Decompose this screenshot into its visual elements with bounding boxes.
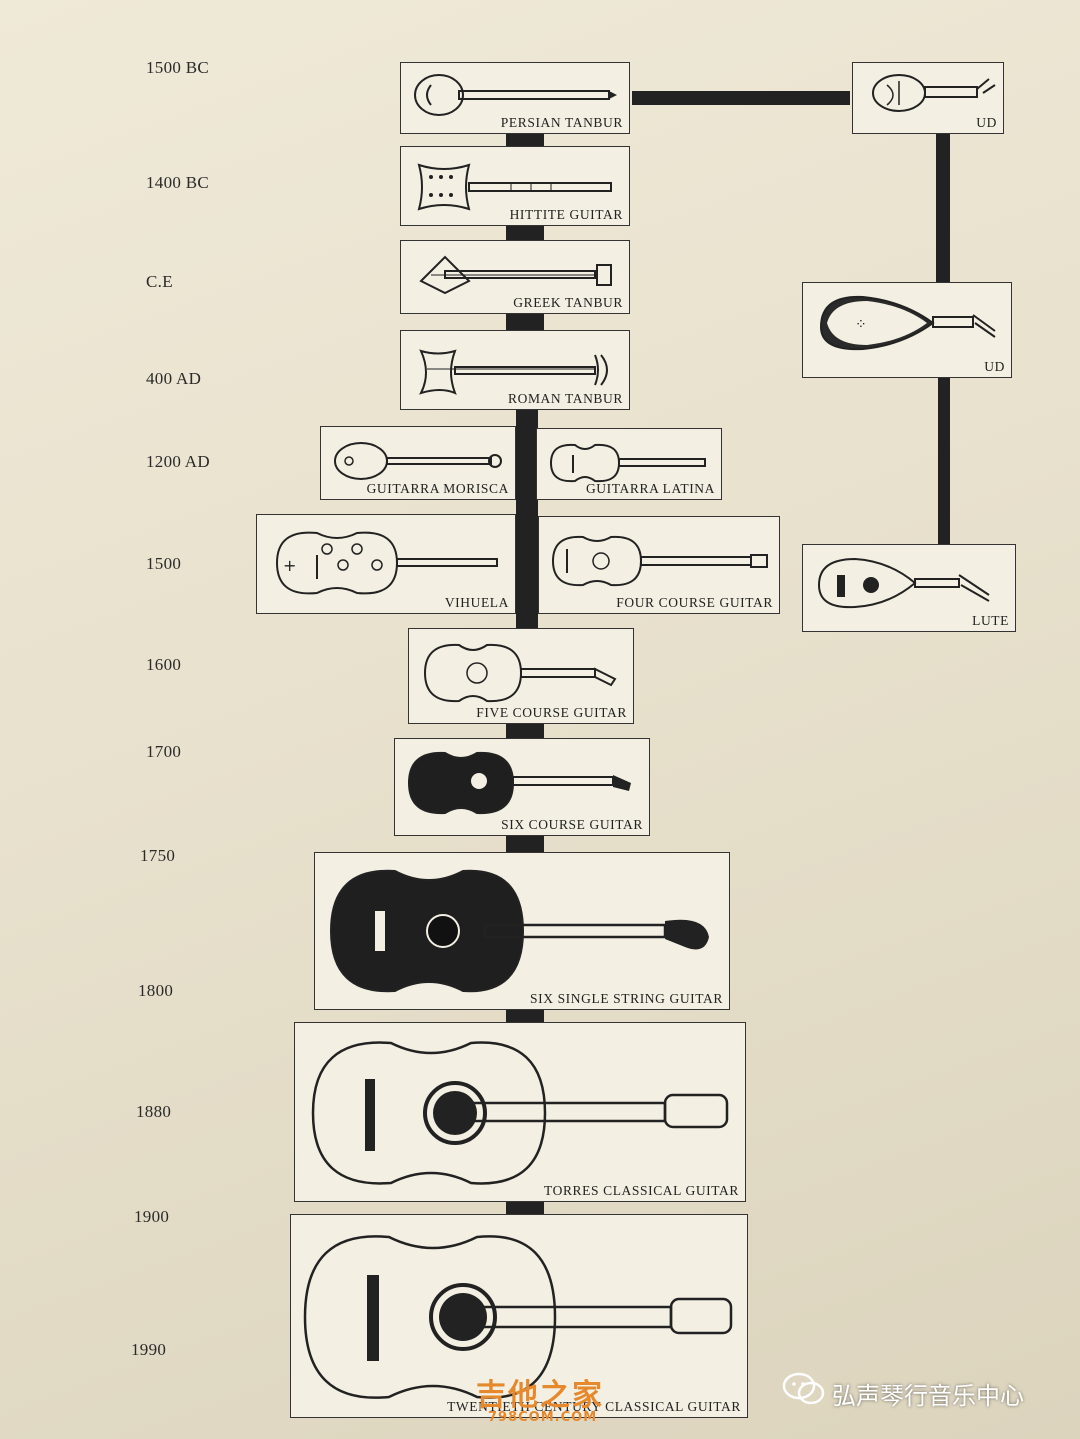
- instrument-ud-early: UD: [852, 62, 1004, 134]
- site-watermark: 吉他之家: [476, 1378, 604, 1413]
- instrument-guitarra-latina: GUITARRA LATINA: [536, 428, 722, 500]
- trunk-line: [506, 1201, 544, 1215]
- year-label: 1400 BC: [146, 173, 210, 192]
- instrument-label: UD: [984, 359, 1005, 374]
- trunk-line: [506, 134, 544, 146]
- lute-drawing: [817, 557, 990, 609]
- torres-classical-guitar-drawing: [311, 1041, 729, 1185]
- trunk-line: [506, 314, 544, 330]
- greek-tanbur-drawing: [419, 255, 612, 295]
- instrument-label: PERSIAN TANBUR: [500, 115, 623, 130]
- instrument-label: TORRES CLASSICAL GUITAR: [544, 1183, 739, 1198]
- hittite-guitar-drawing: [417, 163, 612, 211]
- svg-text:+: +: [283, 556, 296, 575]
- roman-tanbur-drawing: [419, 349, 608, 395]
- vihuela-drawing: +: [275, 531, 498, 595]
- instrument-twentieth-century-classical-guitar: TWENTIETH CENTURY CLASSICAL GUITAR: [290, 1214, 748, 1418]
- six-course-guitar-drawing: [407, 751, 631, 815]
- trunk-line: [506, 723, 544, 739]
- year-label: 1800: [138, 981, 174, 1000]
- year-label: 1750: [140, 846, 176, 865]
- instrument-label: VIHUELA: [444, 595, 509, 610]
- instrument-label: GUITARRA LATINA: [585, 481, 715, 496]
- instrument-label: HITTITE GUITAR: [509, 207, 623, 222]
- instrument-four-course-guitar: FOUR COURSE GUITAR: [538, 516, 780, 614]
- account-watermark: 弘声琴行音乐中心: [832, 1382, 1024, 1410]
- year-label: 1880: [136, 1102, 172, 1121]
- ud-drawing: ⁘: [819, 295, 996, 351]
- instrument-label: ROMAN TANBUR: [507, 391, 623, 406]
- year-label: 400 AD: [146, 369, 202, 388]
- instrument-guitarra-morisca: GUITARRA MORISCA: [320, 426, 516, 500]
- instrument-label: GREEK TANBUR: [513, 295, 623, 310]
- instrument-label: GUITARRA MORISCA: [366, 481, 509, 496]
- year-label: 1990: [131, 1340, 167, 1359]
- svg-text:⁘: ⁘: [855, 317, 867, 333]
- trunk-line: [506, 226, 544, 240]
- guitarra-morisca-drawing: [334, 442, 502, 480]
- instrument-lute: LUTE: [802, 544, 1016, 632]
- instrument-roman-tanbur: ROMAN TANBUR: [400, 330, 630, 410]
- trunk-line: [506, 1010, 544, 1024]
- year-label: 1700: [146, 742, 182, 761]
- instrument-greek-tanbur: GREEK TANBUR: [400, 240, 630, 314]
- trunk-line: [506, 836, 544, 852]
- year-label: 1500: [146, 554, 182, 573]
- instrument-label: FIVE COURSE GUITAR: [476, 705, 627, 720]
- year-label: 1200 AD: [146, 452, 210, 471]
- branch-line: [936, 134, 950, 282]
- trunk-line: [516, 410, 538, 628]
- instrument-label: SIX COURSE GUITAR: [501, 817, 643, 832]
- ud-early-drawing: [872, 74, 996, 112]
- instrument-label: FOUR COURSE GUITAR: [616, 595, 773, 610]
- instrument-hittite-guitar: HITTITE GUITAR: [400, 146, 630, 226]
- branch-line: [632, 91, 850, 105]
- instrument-five-course-guitar: FIVE COURSE GUITAR: [408, 628, 634, 724]
- instrument-six-course-guitar: SIX COURSE GUITAR: [394, 738, 650, 836]
- four-course-guitar-drawing: [551, 535, 768, 587]
- wechat-icon: [782, 1372, 825, 1405]
- instrument-vihuela: + VIHUELA: [256, 514, 516, 614]
- five-course-guitar-drawing: [423, 643, 617, 703]
- instrument-label: LUTE: [972, 613, 1009, 628]
- year-label: 1600: [146, 655, 182, 674]
- instrument-ud: ⁘ UD: [802, 282, 1012, 378]
- instrument-six-single-string-guitar: SIX SINGLE STRING GUITAR: [314, 852, 730, 1010]
- instrument-label: TWENTIETH CENTURY CLASSICAL GUITAR: [447, 1399, 741, 1414]
- instrument-torres-classical-guitar: TORRES CLASSICAL GUITAR: [294, 1022, 746, 1202]
- instrument-persian-tanbur: PERSIAN TANBUR: [400, 62, 630, 134]
- year-label: 1900: [134, 1207, 170, 1226]
- branch-line: [938, 378, 950, 544]
- guitarra-latina-drawing: [549, 443, 706, 483]
- twentieth-century-guitar-drawing: [303, 1235, 733, 1399]
- instrument-label: SIX SINGLE STRING GUITAR: [530, 991, 723, 1006]
- site-url-watermark: 798COM.COM: [488, 1410, 598, 1425]
- year-label: 1500 BC: [146, 58, 210, 77]
- year-label: C.E: [146, 272, 173, 291]
- persian-tanbur-drawing: [414, 74, 617, 116]
- instrument-label: UD: [976, 115, 997, 130]
- six-single-string-guitar-drawing: [329, 869, 709, 993]
